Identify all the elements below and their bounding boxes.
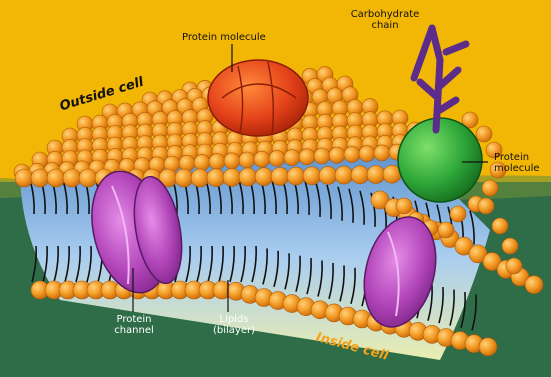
phospholipid-head [329, 147, 345, 163]
label-carbohydrate-line2: chain [346, 20, 424, 31]
protein-molecule-right [398, 118, 482, 202]
phospholipid-head [450, 206, 466, 222]
phospholipid-head [438, 222, 454, 238]
phospholipid-head [209, 154, 225, 170]
label-protein-channel-line2: channel [108, 325, 160, 336]
phospholipid-head [344, 146, 360, 162]
phospholipid-head [492, 218, 508, 234]
phospholipid-head [525, 276, 543, 294]
phospholipid-head [359, 146, 375, 162]
label-protein-channel: Protein channel [108, 314, 160, 336]
phospholipid-head [79, 169, 97, 187]
phospholipid-head [207, 169, 225, 187]
phospholipid-head [478, 198, 494, 214]
phospholipid-head [476, 126, 492, 142]
phospholipid-head [396, 198, 412, 214]
label-carbohydrate-line1: Carbohydrate [346, 9, 424, 20]
phospholipid-head [47, 169, 65, 187]
phospholipid-head [223, 168, 241, 186]
phospholipid-head [239, 168, 257, 186]
phospholipid-head [303, 167, 321, 185]
phospholipid-head [269, 150, 285, 166]
phospholipid-head [287, 167, 305, 185]
label-lipids-line1: Lipids [206, 314, 262, 325]
phospholipid-head [175, 169, 193, 187]
phospholipid-head [63, 169, 81, 187]
phospholipid-head [351, 166, 369, 184]
phospholipid-head [482, 180, 498, 196]
phospholipid-head [224, 153, 240, 169]
phospholipid-head [194, 154, 210, 170]
phospholipid-head [374, 145, 390, 161]
protein-molecule-top [208, 60, 308, 136]
phospholipid-head [314, 148, 330, 164]
phospholipid-head [239, 152, 255, 168]
phospholipid-head [254, 151, 270, 167]
phospholipid-head [191, 169, 209, 187]
phospholipid-head [479, 338, 497, 356]
label-protein-molecule-right: Protein molecule [494, 152, 540, 174]
phospholipid-head [15, 169, 33, 187]
phospholipid-head [271, 167, 289, 185]
phospholipid-head [284, 150, 300, 166]
phospholipid-head [319, 166, 337, 184]
label-protein-right-line2: molecule [494, 163, 540, 174]
label-lipids-line2: (bilayer) [206, 325, 262, 336]
phospholipid-head [31, 169, 49, 187]
label-carbohydrate-chain: Carbohydrate chain [346, 9, 424, 31]
phospholipid-head [506, 258, 522, 274]
phospholipid-head [335, 166, 353, 184]
label-protein-right-line1: Protein [494, 152, 540, 163]
phospholipid-head [299, 149, 315, 165]
phospholipid-head [367, 166, 385, 184]
phospholipid-head [255, 168, 273, 186]
label-protein-molecule-top: Protein molecule [182, 32, 266, 43]
label-lipids: Lipids (bilayer) [206, 314, 262, 336]
phospholipid-head [179, 155, 195, 171]
label-protein-channel-line1: Protein [108, 314, 160, 325]
phospholipid-head [502, 238, 518, 254]
